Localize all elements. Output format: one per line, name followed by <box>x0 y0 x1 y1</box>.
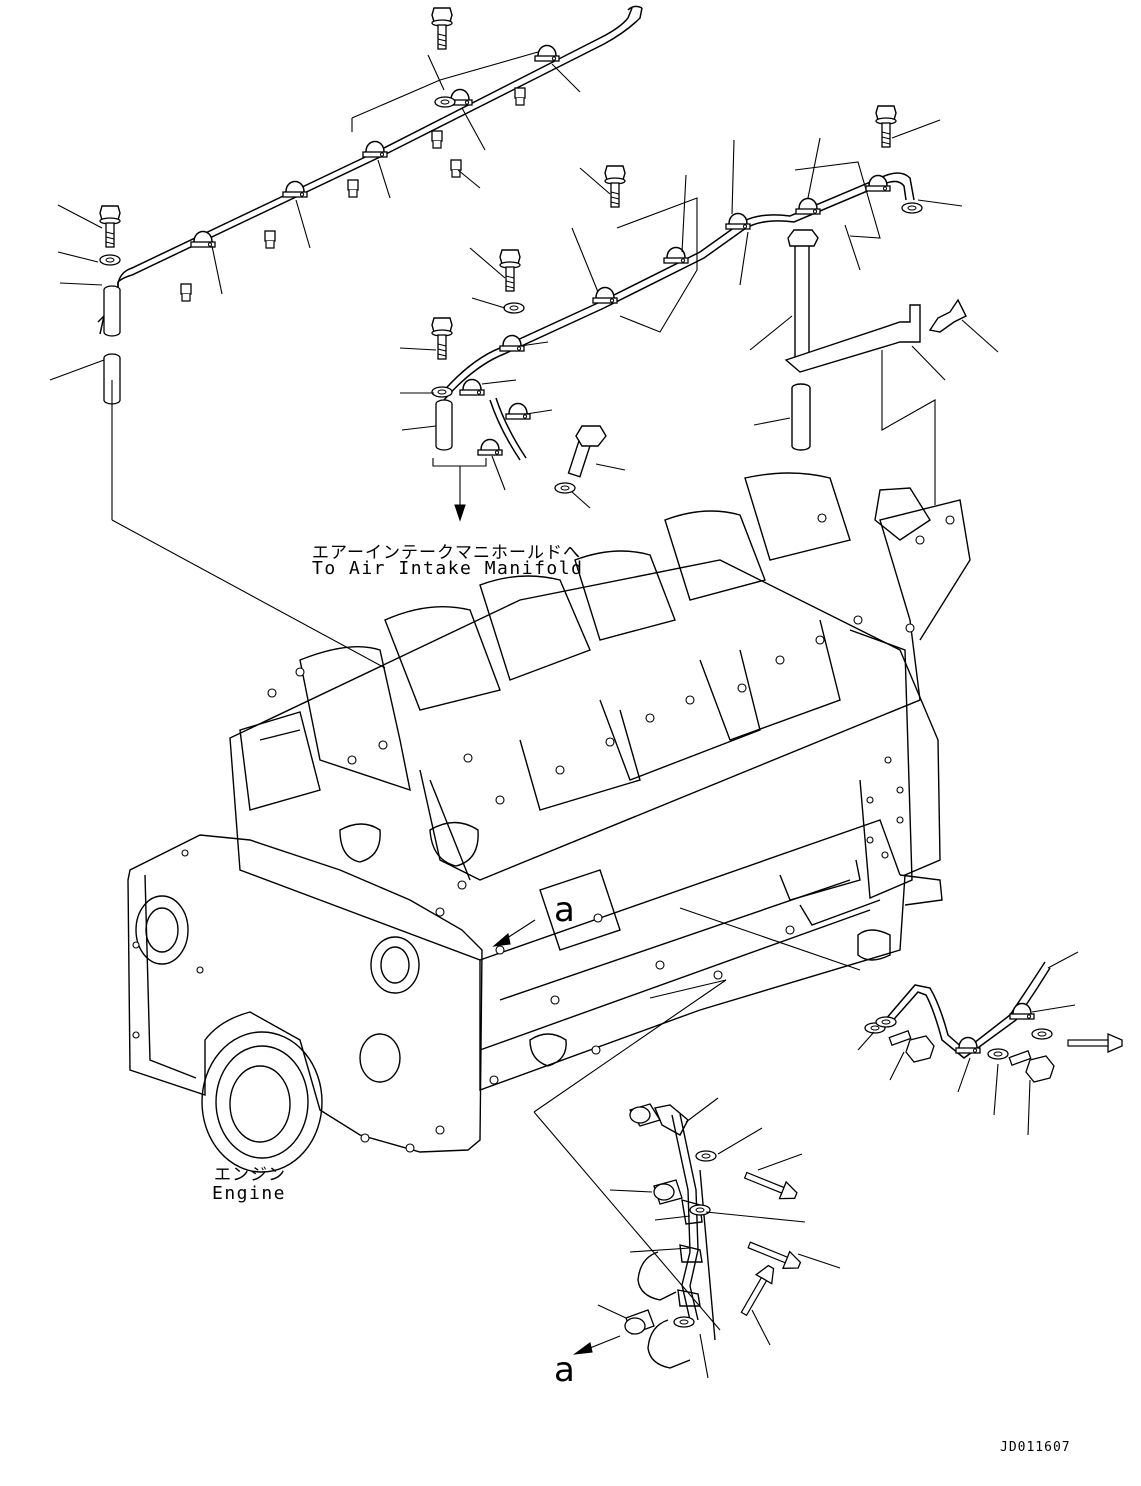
intake-label-ja: エアーインテークマニホールドへ <box>312 543 581 563</box>
engine-bolt-holes <box>132 513 955 1153</box>
lower-right-fittings <box>864 1002 1123 1060</box>
drawing-code: JD011607 <box>1000 1440 1071 1455</box>
air-line-middle-leader-lines <box>399 119 999 522</box>
lower-center-bolts <box>624 1103 804 1335</box>
engine-label-ja: エンジン <box>214 1165 286 1185</box>
air-line-middle <box>439 172 915 461</box>
view-a-marker-upper: a <box>554 890 575 930</box>
intake-label-en: To Air Intake Manifold <box>312 558 584 579</box>
air-line-leader-lines <box>49 51 581 669</box>
lower-right-bolts <box>888 1029 1055 1083</box>
engine-block <box>127 472 971 1173</box>
lower-right-leader-lines <box>857 951 1079 1136</box>
air-line-upper-left <box>97 5 643 335</box>
view-a-marker-lower: a <box>554 1350 575 1390</box>
bracket-bolt-assembly <box>567 229 967 478</box>
engine-label-en: Engine <box>212 1183 287 1204</box>
air-line-fittings <box>99 7 560 405</box>
lower-center-harness <box>637 1104 716 1369</box>
lower-right-pipe <box>884 961 1051 1059</box>
lower-center-leader-lines <box>492 907 861 1379</box>
